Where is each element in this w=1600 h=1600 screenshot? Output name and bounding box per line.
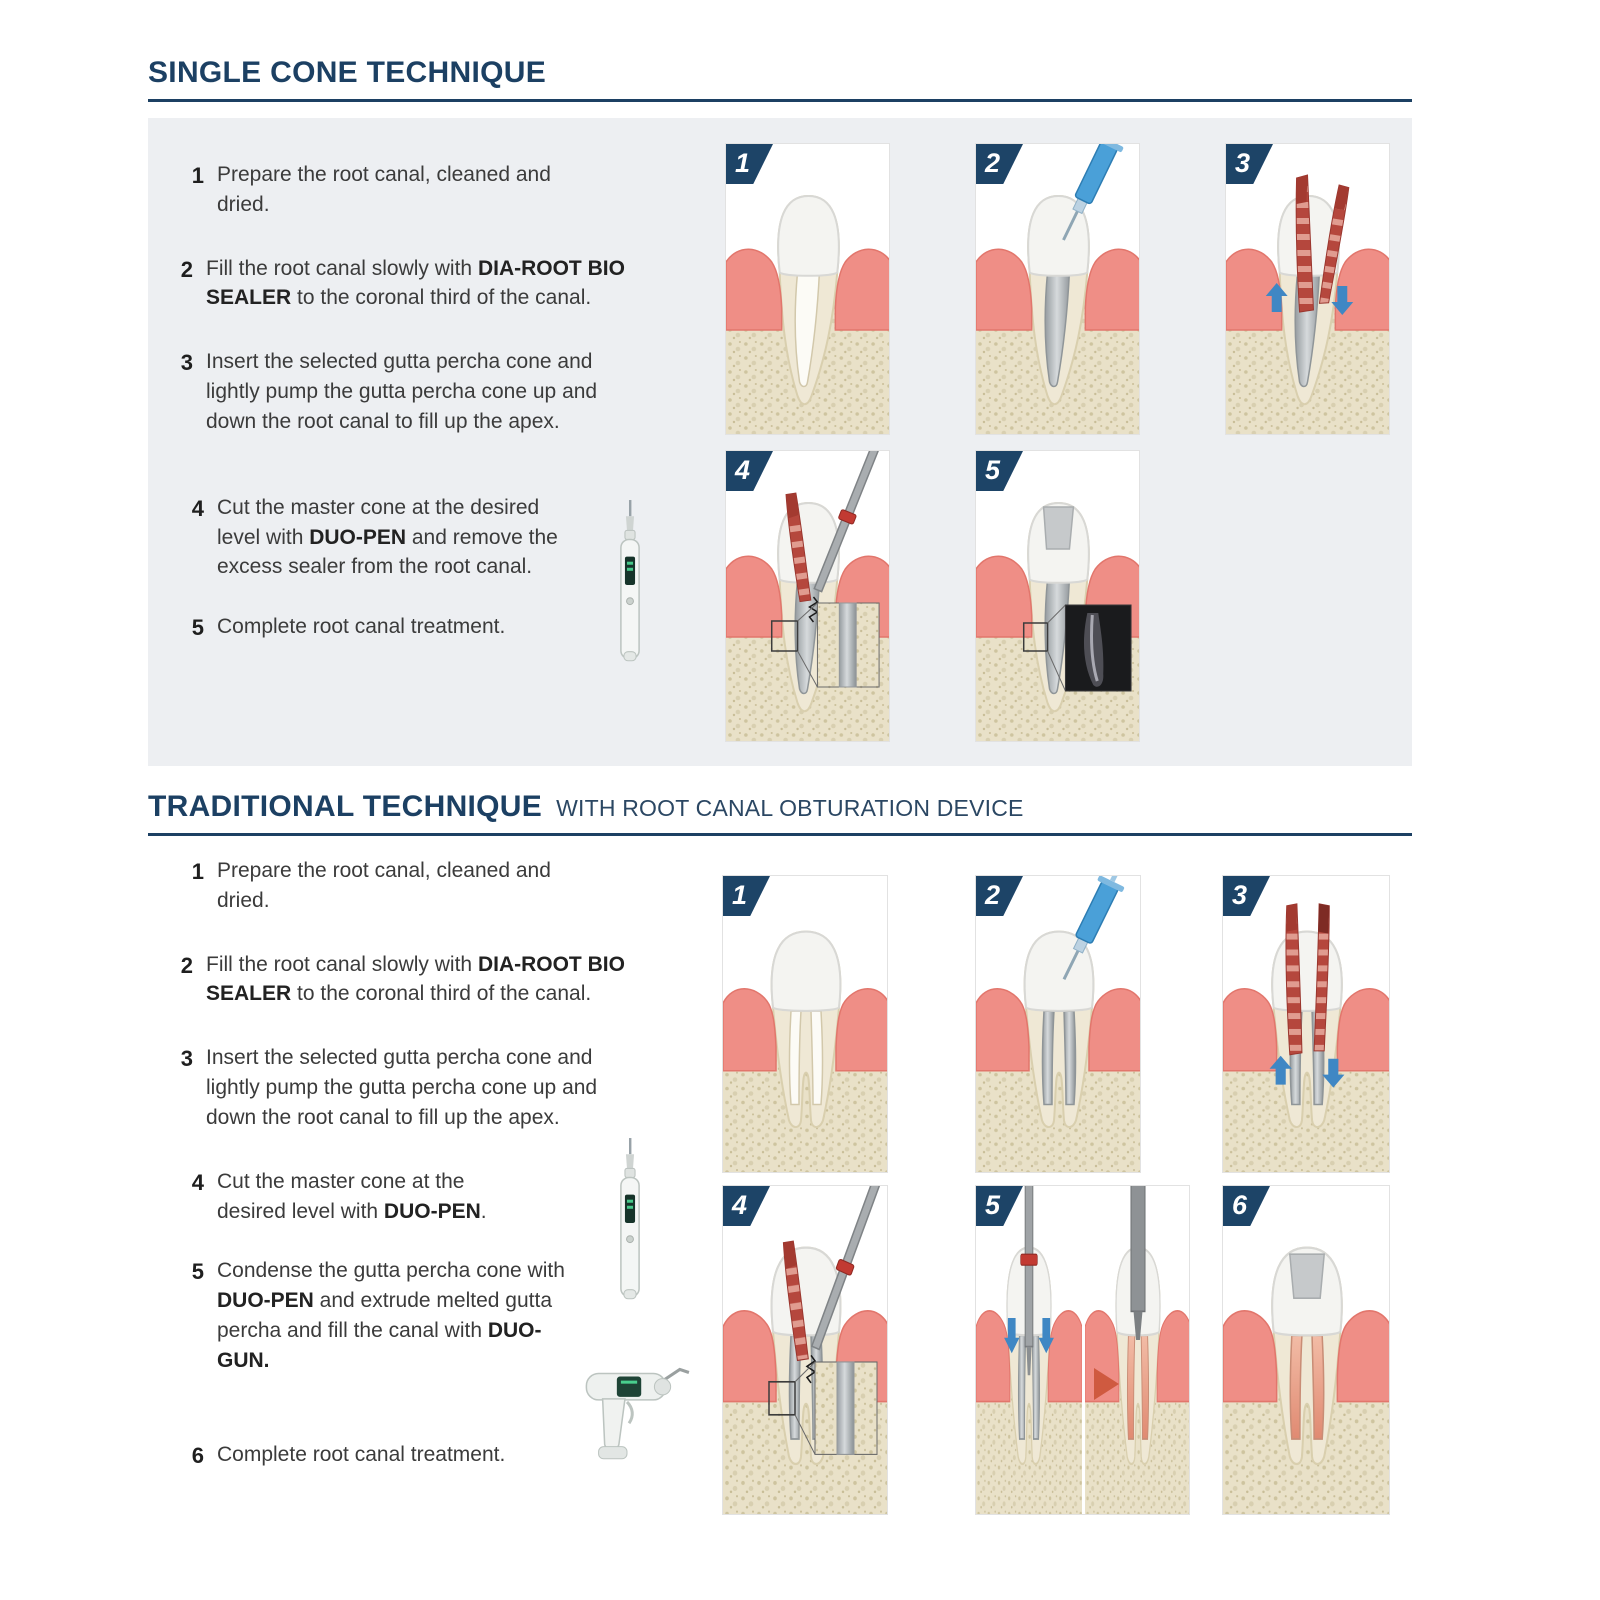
illustration-panel-step-1: 1 (725, 143, 890, 435)
step-number: 4 (191, 1169, 204, 1195)
step-number: 2 (180, 952, 193, 978)
section-2-subtitle: WITH ROOT CANAL OBTURATION DEVICE (556, 795, 1024, 821)
duo-gun-device-icon (585, 1367, 690, 1460)
gutta-percha-cones (1265, 174, 1354, 315)
step-number: 3 (180, 1046, 193, 1072)
step-number: 1 (191, 163, 204, 188)
tooth-illustration (976, 451, 1139, 741)
illustration-panel-step-3: 3 (1225, 143, 1390, 435)
condense-step-a (976, 1186, 1082, 1514)
condense-step-b (1085, 1186, 1189, 1514)
step-item: 5 Complete root canal treatment. (178, 612, 638, 643)
tooth-illustration (1085, 1186, 1189, 1514)
illustration-panel-step-3: 3 (1222, 875, 1390, 1173)
illustration-panel-step-2: 2 (975, 875, 1141, 1173)
duo-gun-tip (1130, 1186, 1146, 1340)
step-text: Fill the root canal slowly with DIA-ROOT… (206, 952, 625, 1006)
duo-pen-device-icon (620, 1138, 640, 1300)
cone-and-duo-pen (770, 451, 887, 688)
section-1-rule (148, 99, 1412, 102)
tooth-illustration (1223, 876, 1389, 1172)
sealer-syringe (1062, 144, 1124, 241)
step-text: Prepare the root canal, cleaned and drie… (217, 163, 551, 216)
tooth-illustration (976, 1186, 1082, 1514)
step-text: Cut the master cone at the desired level… (217, 495, 558, 579)
step-number: 2 (180, 256, 193, 282)
step-item: 4 Cut the master cone at the desired leve… (178, 493, 638, 582)
section-2-header: TRADITIONAL TECHNIQUE WITH ROOT CANAL OBT… (148, 790, 1412, 836)
tooth-illustration (976, 876, 1140, 1172)
illustration-panel-step-4: 4 (722, 1185, 888, 1515)
xray-inset (1022, 604, 1132, 692)
step-text: Cut the master cone at the desired level… (217, 1169, 487, 1223)
illustration-panel-step-2: 2 (975, 143, 1140, 435)
tooth-illustration (723, 1186, 887, 1514)
step-item: 5 Condense the gutta percha cone with DUO… (178, 1256, 638, 1375)
step-item: 3 Insert the selected gutta percha cone a… (178, 1043, 638, 1132)
tooth-illustration (1223, 1186, 1389, 1514)
step-text: Fill the root canal slowly with DIA-ROOT… (206, 256, 625, 310)
step-item: 2 Fill the root canal slowly with DIA-ROO… (178, 950, 638, 1010)
step-item: 3 Insert the selected gutta percha cone a… (178, 347, 638, 436)
section-2-title: TRADITIONAL TECHNIQUE (148, 790, 543, 823)
section-1-steps-list: 1 Prepare the root canal, cleaned and dri… (178, 160, 638, 677)
tooth-illustration (726, 144, 889, 434)
step-text: Complete root canal treatment. (217, 615, 506, 639)
sealer-syringe (1062, 876, 1126, 980)
illustration-panel-step-4: 4 (725, 450, 890, 742)
gutta-percha-cones (1269, 903, 1345, 1088)
section-2-rule (148, 833, 1412, 836)
step-text: Condense the gutta percha cone with DUO-… (217, 1259, 565, 1372)
step-number: 3 (180, 350, 193, 376)
tooth-illustration (1226, 144, 1389, 434)
illustration-panel-step-6: 6 (1222, 1185, 1390, 1515)
step-number: 1 (191, 859, 204, 884)
illustration-panel-step-1: 1 (722, 875, 888, 1173)
step-number: 6 (191, 1442, 204, 1468)
step-text: Prepare the root canal, cleaned and drie… (217, 859, 551, 912)
step-number: 4 (191, 495, 204, 521)
play-triangle-icon (1094, 1368, 1119, 1400)
tooth-illustration (976, 144, 1139, 434)
step-item: 1 Prepare the root canal, cleaned and dri… (178, 160, 638, 220)
section-1-title: SINGLE CONE TECHNIQUE (148, 56, 546, 89)
duo-pen-condensing (1004, 1186, 1054, 1376)
step-item: 1 Prepare the root canal, cleaned and dri… (178, 856, 638, 916)
step-number: 5 (191, 1259, 204, 1285)
duo-pen-device-icon (620, 500, 640, 662)
step-text: Complete root canal treatment. (217, 1442, 506, 1466)
step-item: 2 Fill the root canal slowly with DIA-ROO… (178, 254, 638, 314)
section-1-header: SINGLE CONE TECHNIQUE (148, 56, 1412, 102)
illustration-panel-step-5: 5 (975, 1185, 1190, 1515)
step-item: 6 Complete root canal treatment. (178, 1440, 638, 1471)
step-number: 5 (191, 615, 204, 641)
step-text: Insert the selected gutta percha cone an… (206, 350, 598, 433)
tooth-illustration (726, 451, 889, 741)
step-text: Insert the selected gutta percha cone an… (206, 1046, 598, 1129)
tooth-illustration (723, 876, 887, 1172)
step-item: 4 Cut the master cone at the desired leve… (178, 1167, 638, 1227)
section-2-steps-list: 1 Prepare the root canal, cleaned and dri… (178, 856, 638, 1505)
panel-number-badge: 2 (976, 144, 1023, 184)
illustration-panel-step-5: 5 (975, 450, 1140, 742)
cone-and-duo-pen (768, 1186, 885, 1455)
